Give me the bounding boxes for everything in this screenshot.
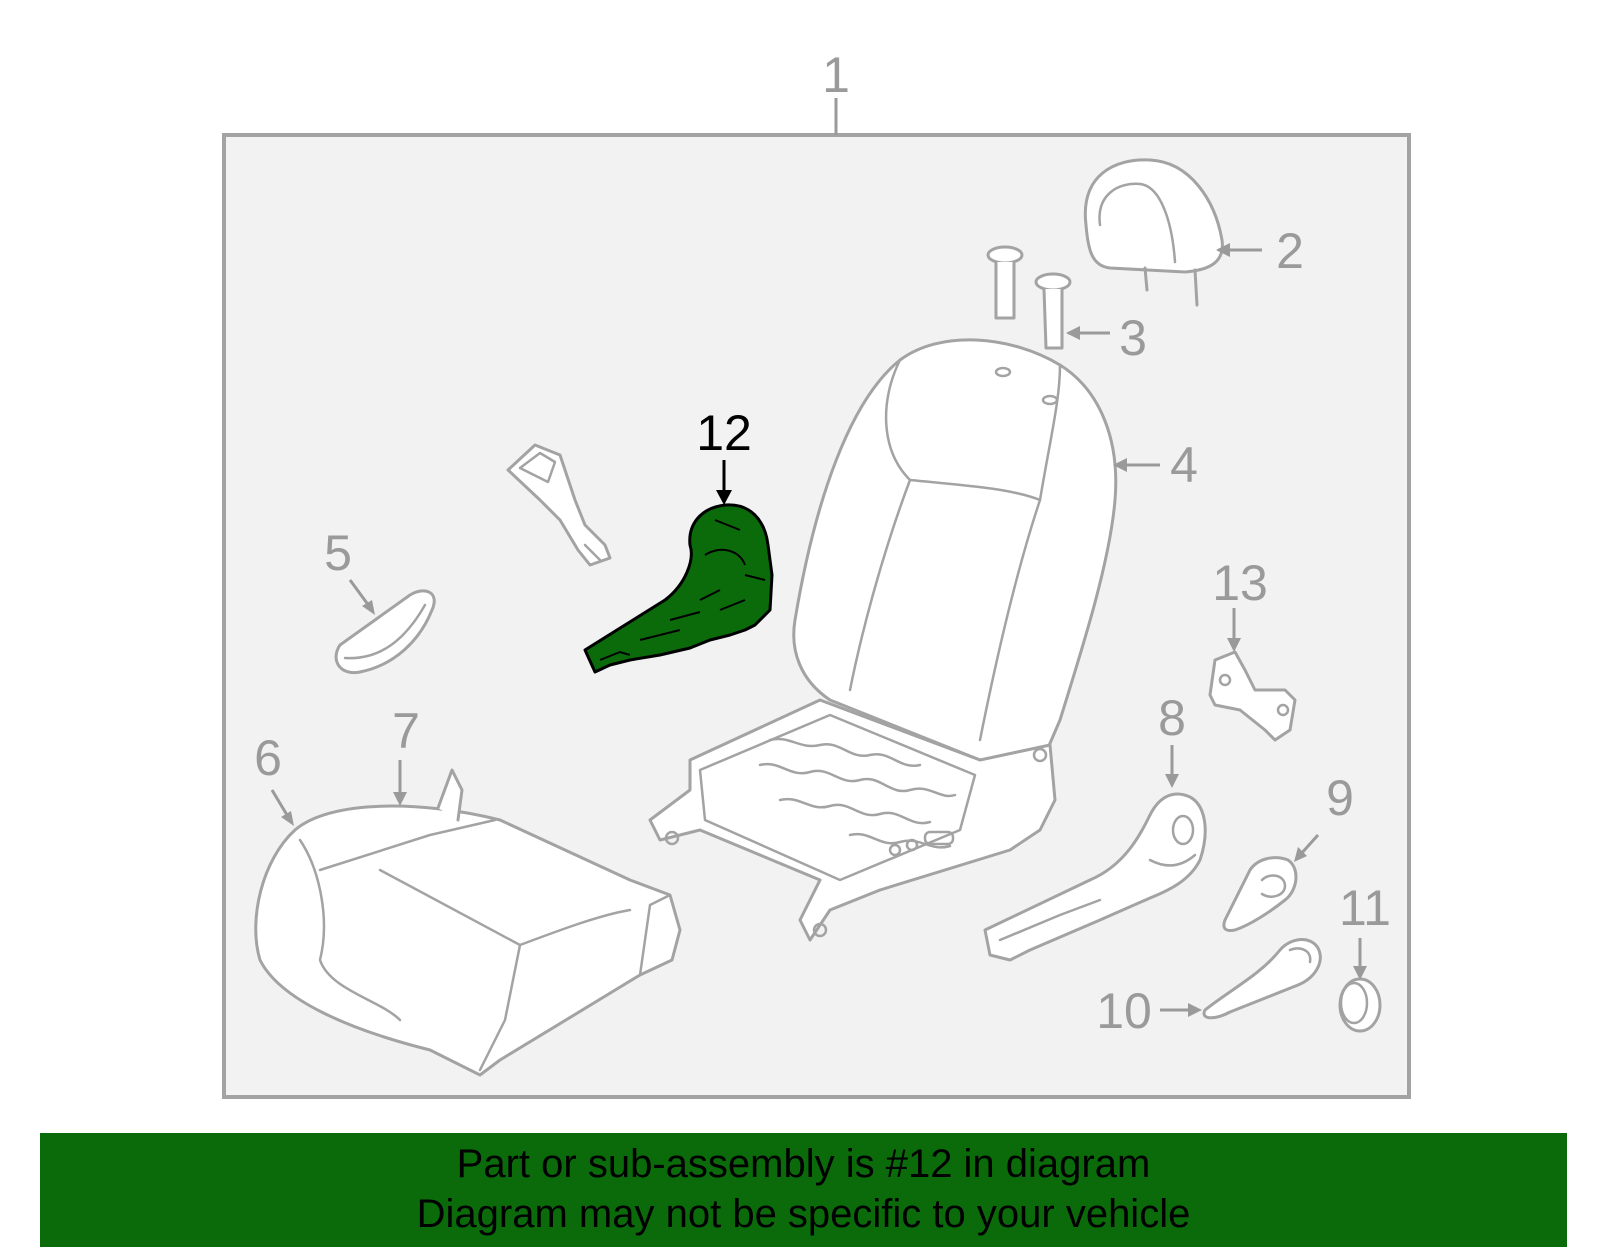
callout-4: 4: [1170, 437, 1198, 493]
callout-13: 13: [1212, 555, 1268, 611]
callout-11: 11: [1339, 880, 1391, 936]
part-12-recliner-highlighted[interactable]: [583, 503, 774, 674]
part-6-7-seat-cushion[interactable]: [254, 768, 682, 1077]
callout-7: 7: [392, 703, 420, 759]
banner-line-disclaimer: Diagram may not be specific to your vehi…: [416, 1192, 1191, 1236]
callout-9: 9: [1326, 770, 1354, 826]
part-3-headrest-guides[interactable]: [986, 245, 1072, 350]
arrow-11: [1353, 966, 1367, 980]
arrow-10: [1188, 1003, 1202, 1017]
arrow-13: [1227, 638, 1241, 652]
part-2-headrest[interactable]: [1083, 158, 1224, 307]
caption-banner: Part or sub-assembly is #12 in diagram D…: [40, 1133, 1567, 1247]
part-13-bracket[interactable]: [1208, 650, 1297, 742]
arrow-4: [1113, 458, 1127, 472]
callout-8: 8: [1158, 690, 1186, 746]
arrow-7: [393, 792, 407, 806]
part-10-handle[interactable]: [1202, 938, 1322, 1020]
arrow-2: [1216, 243, 1230, 257]
callout-12: 12: [696, 405, 752, 461]
arrow-5: [362, 600, 375, 615]
leader-9: [1298, 833, 1320, 857]
part-5-cover[interactable]: [334, 589, 436, 675]
arrow-8: [1165, 774, 1179, 788]
seat-frame: [648, 698, 1057, 942]
callout-10: 10: [1096, 983, 1152, 1039]
banner-line-part: Part or sub-assembly is #12 in diagram: [456, 1142, 1151, 1186]
part-9-lever[interactable]: [1222, 856, 1298, 932]
callout-5: 5: [324, 525, 352, 581]
arrow-9: [1294, 847, 1307, 862]
callout-6: 6: [254, 730, 282, 786]
seatbelt-buckle: [506, 443, 612, 567]
arrow-12: [716, 490, 732, 505]
callout-3: 3: [1119, 310, 1147, 366]
arrow-3: [1066, 326, 1080, 340]
part-8-side-shield[interactable]: [983, 792, 1207, 962]
callout-1: 1: [822, 47, 850, 103]
arrow-6: [281, 811, 294, 826]
callout-2: 2: [1276, 223, 1304, 279]
part-11-cap[interactable]: [1338, 977, 1382, 1033]
